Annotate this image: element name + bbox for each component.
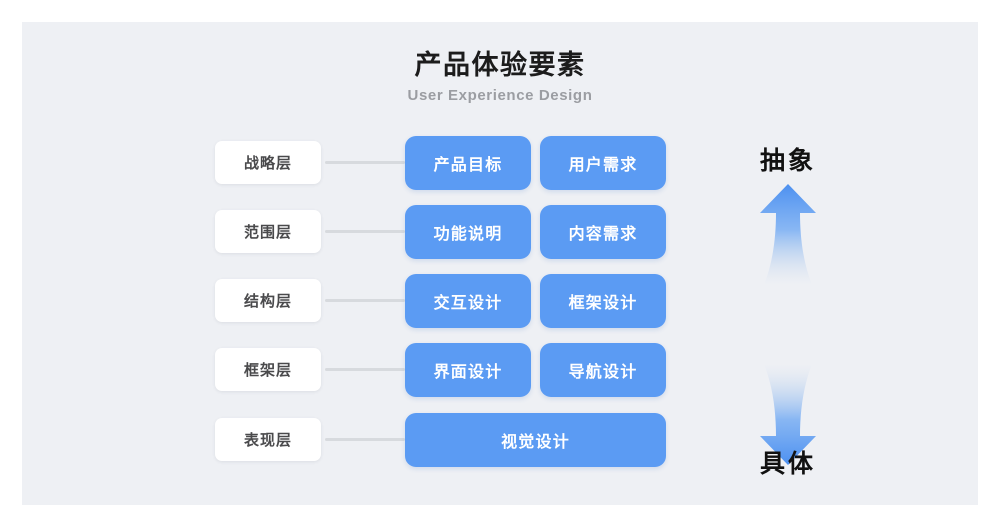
axis-label-concrete: 具体 xyxy=(759,450,816,478)
connector-line-strategy xyxy=(325,161,405,164)
stage-label-structure[interactable]: 结构层 xyxy=(215,279,321,322)
arrow-down-gradient-icon xyxy=(760,364,816,465)
connector-line-structure xyxy=(325,299,405,302)
connector-line-skeleton xyxy=(325,368,405,371)
arrow-up-container xyxy=(708,182,868,287)
card-product-goal[interactable]: 产品目标 xyxy=(405,136,531,190)
card-user-needs[interactable]: 用户需求 xyxy=(540,136,666,190)
page-subtitle: User Experience Design xyxy=(407,87,593,104)
stage-label-surface[interactable]: 表现层 xyxy=(215,418,321,461)
header: 产品体验要素 User Experience Design xyxy=(22,48,978,108)
card-feature-spec[interactable]: 功能说明 xyxy=(405,205,531,259)
card-interface-design[interactable]: 界面设计 xyxy=(405,343,531,397)
stage-label-scope[interactable]: 范围层 xyxy=(215,210,321,253)
card-framework-design[interactable]: 框架设计 xyxy=(540,274,666,328)
page-title: 产品体验要素 xyxy=(414,50,586,80)
connector-line-surface xyxy=(325,438,405,441)
card-visual-design[interactable]: 视觉设计 xyxy=(405,413,666,467)
card-content-needs[interactable]: 内容需求 xyxy=(540,205,666,259)
axis-label-abstract: 抽象 xyxy=(759,147,816,175)
arrow-down-container xyxy=(708,362,868,467)
card-interaction-design[interactable]: 交互设计 xyxy=(405,274,531,328)
slide-canvas: 产品体验要素 User Experience Design 战略层 范围层 结构… xyxy=(22,22,978,505)
stage-label-skeleton[interactable]: 框架层 xyxy=(215,348,321,391)
arrow-up-gradient-icon xyxy=(760,184,816,285)
connector-line-scope xyxy=(325,230,405,233)
card-navigation-design[interactable]: 导航设计 xyxy=(540,343,666,397)
stage-label-strategy[interactable]: 战略层 xyxy=(215,141,321,184)
